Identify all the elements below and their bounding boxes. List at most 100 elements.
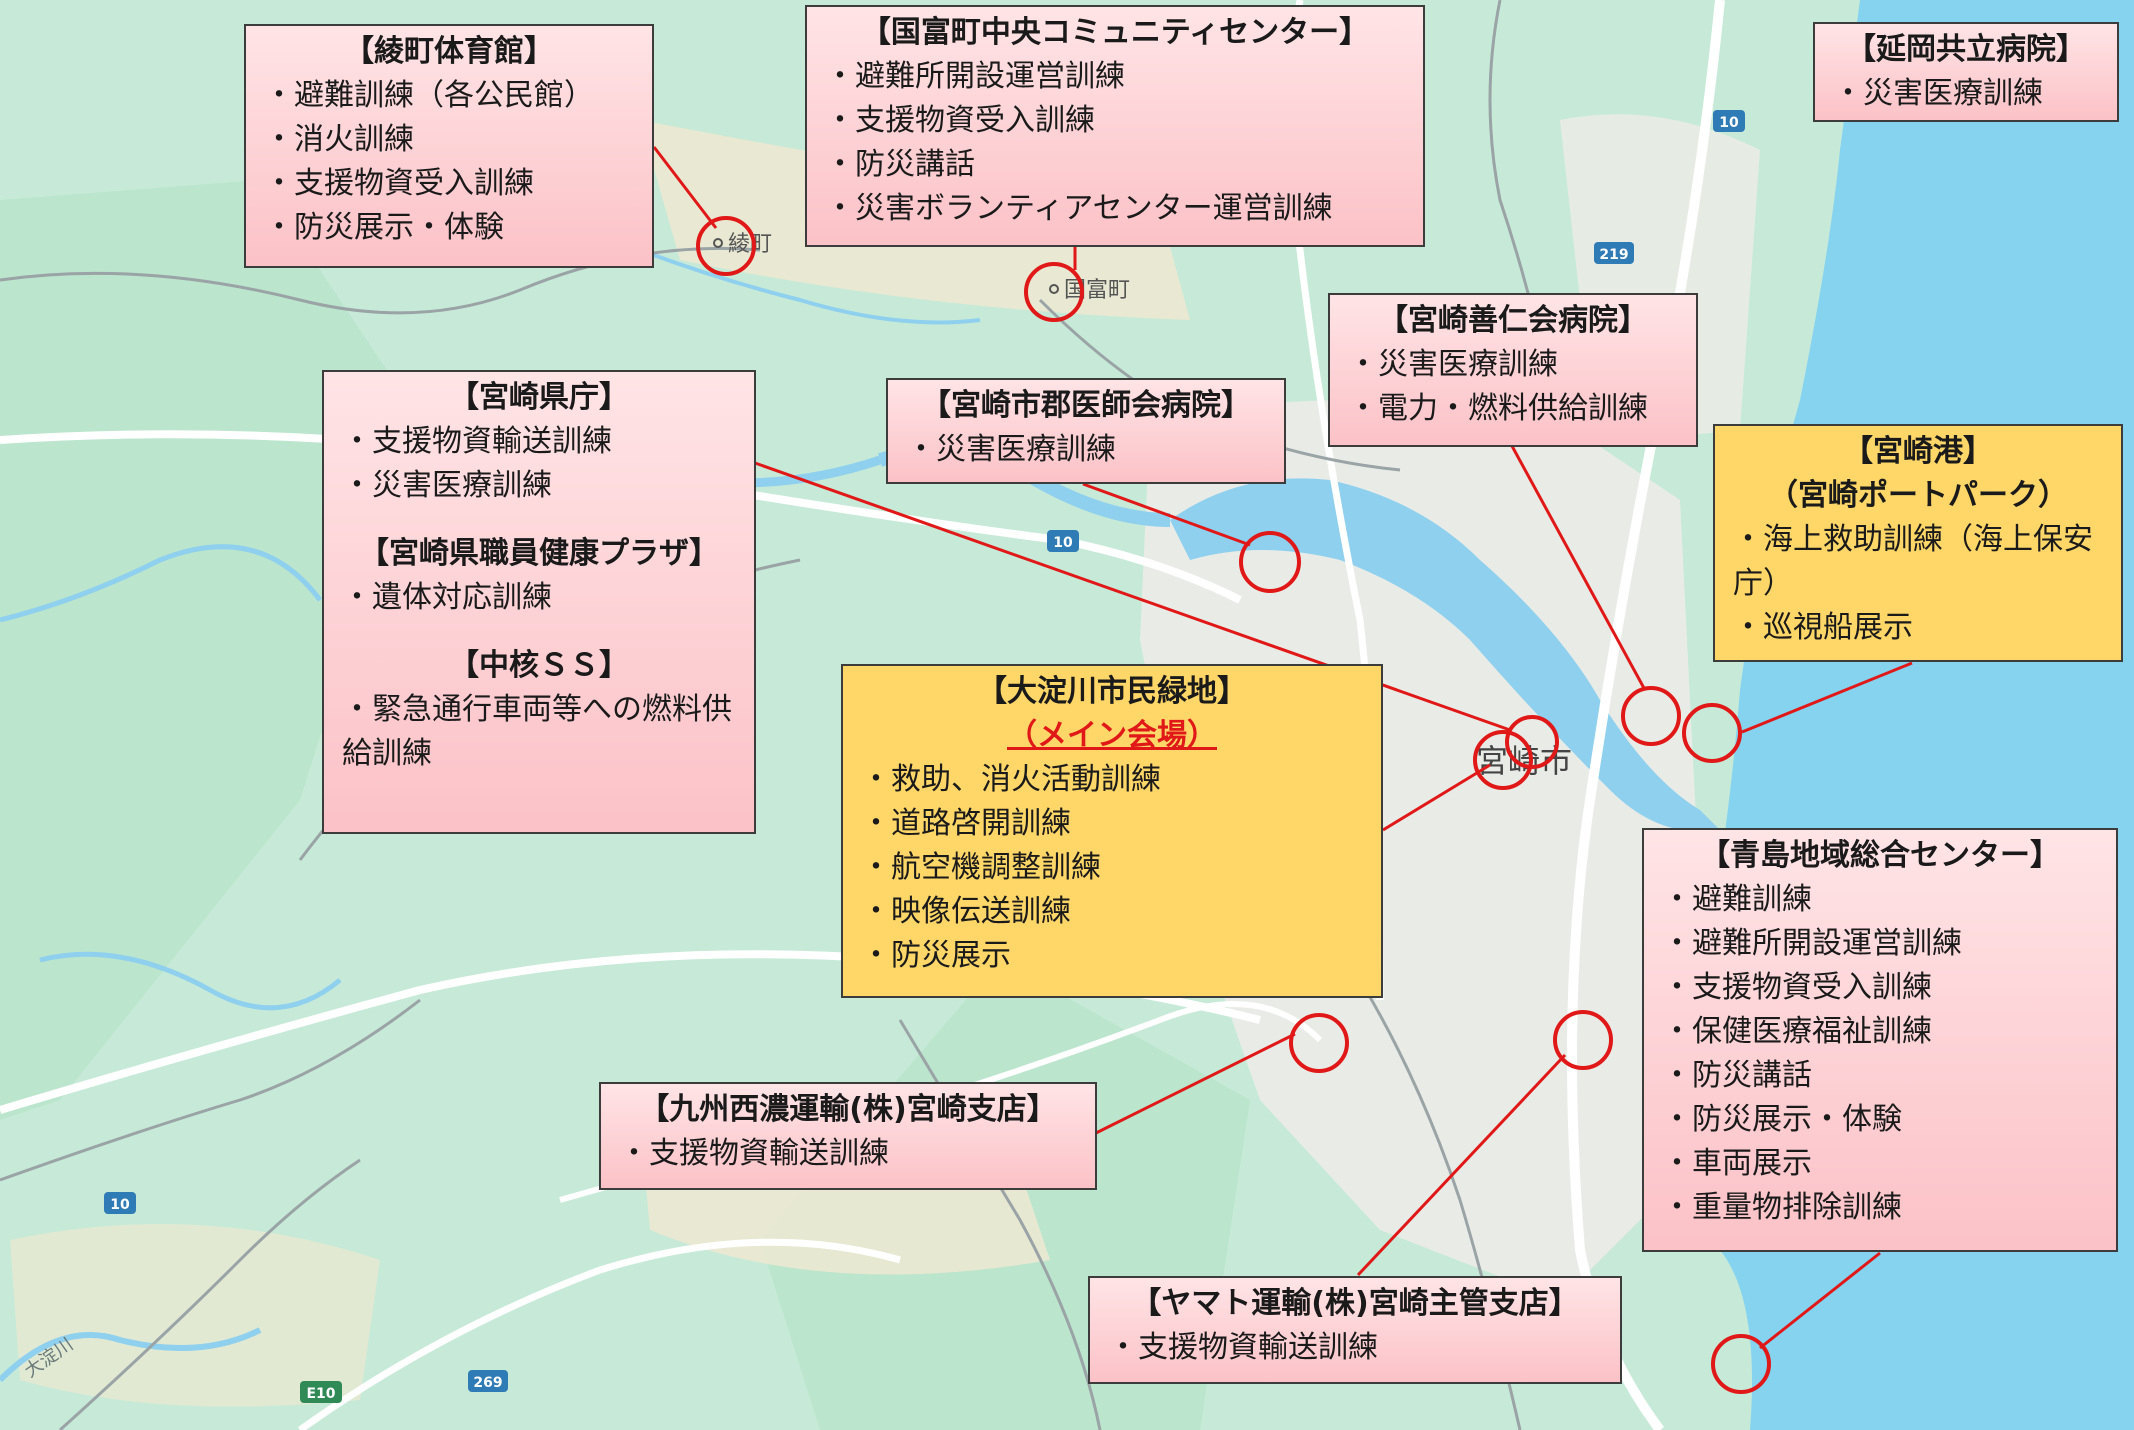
list-item: ・重量物排除訓練 — [1662, 1190, 1902, 1225]
target-circle-kunitomi — [1024, 262, 1084, 322]
list-item: ・防災展示・体験 — [1662, 1102, 1902, 1137]
list-item: ・災害医療訓練 — [906, 432, 1116, 467]
spacer — [342, 620, 736, 644]
callout-nobeoka-hospital: 【延岡共立病院】 ・災害医療訓練 — [1813, 22, 2119, 122]
svg-text:10: 10 — [110, 1197, 130, 1213]
callout-prefecture: 【宮崎県庁】 ・支援物資輸送訓練 ・災害医療訓練 【宮崎県職員健康プラザ】 ・遺… — [322, 370, 756, 834]
leader-line-aya — [652, 146, 718, 229]
callout-title: 【延岡共立病院】 — [1846, 32, 2086, 67]
main-venue-label: （メイン会場） — [1007, 718, 1217, 753]
training-list: ・支援物資輸送訓練 — [619, 1132, 1077, 1176]
training-list: ・避難訓練 ・避難所開設運営訓練 ・支援物資受入訓練 ・保健医療福祉訓練 ・防災… — [1662, 878, 2098, 1230]
training-list: ・救助、消火活動訓練 ・道路啓開訓練 ・航空機調整訓練 ・映像伝送訓練 ・防災展… — [861, 758, 1363, 978]
target-circle-yamato — [1553, 1010, 1613, 1070]
list-item: ・支援物資受入訓練 — [825, 103, 1095, 138]
callout-title: 【九州西濃運輸(株)宮崎支店】 — [639, 1092, 1057, 1127]
list-item: ・避難訓練（各公民館） — [264, 78, 594, 113]
leader-line-gun-ishikai — [1082, 482, 1251, 547]
target-circle-gun-ishikai — [1239, 531, 1301, 593]
list-item: ・災害医療訓練 — [342, 468, 552, 503]
list-item: ・巡視船展示 — [1733, 610, 1913, 645]
target-circle-oyodo — [1473, 730, 1533, 790]
callout-title: 【宮崎善仁会病院】 — [1378, 303, 1648, 338]
list-item: ・道路啓開訓練 — [861, 806, 1071, 841]
list-item: ・支援物資輸送訓練 — [1108, 1330, 1378, 1365]
list-item: ・災害医療訓練 — [1833, 76, 2043, 111]
svg-text:綾町: 綾町 — [728, 232, 772, 257]
route-shield-10-west: 10 — [104, 1192, 136, 1214]
training-list: ・避難所開設運営訓練 ・支援物資受入訓練 ・防災講話 ・災害ボランティアセンター… — [825, 55, 1405, 231]
leader-line-port — [1741, 661, 1913, 734]
training-list: ・災害医療訓練 ・電力・燃料供給訓練 — [1348, 343, 1678, 431]
list-item: ・海上救助訓練（海上保安庁） — [1733, 522, 2093, 601]
list-item: ・航空機調整訓練 — [861, 850, 1101, 885]
list-item: ・防災講話 — [825, 147, 975, 182]
leader-line-oyodo — [1382, 763, 1491, 832]
list-item: ・支援物資受入訓練 — [1662, 970, 1932, 1005]
callout-aoshima-center: 【青島地域総合センター】 ・避難訓練 ・避難所開設運営訓練 ・支援物資受入訓練 … — [1642, 828, 2118, 1252]
callout-title-health-plaza: 【宮崎県職員健康プラザ】 — [359, 536, 719, 571]
place-label-aya: 綾町 — [713, 232, 772, 257]
callout-title: 【宮崎県庁】 — [449, 380, 629, 415]
route-shield-10-north: 10 — [1713, 110, 1745, 132]
training-list: ・遺体対応訓練 — [342, 576, 736, 620]
list-item: ・消火訓練 — [264, 122, 414, 157]
list-item: ・救助、消火活動訓練 — [861, 762, 1161, 797]
callout-title: 【国富町中央コミュニティセンター】 — [860, 15, 1370, 50]
training-list: ・緊急通行車両等への燃料供給訓練 — [342, 688, 736, 776]
target-circle-zenjinkai — [1621, 686, 1681, 746]
svg-text:219: 219 — [1599, 247, 1628, 263]
spacer — [342, 508, 736, 532]
svg-text:国富町: 国富町 — [1064, 278, 1130, 303]
training-list: ・海上救助訓練（海上保安庁） ・巡視船展示 — [1733, 518, 2103, 650]
target-circle-seino — [1289, 1013, 1349, 1073]
callout-title: 【宮崎市郡医師会病院】 — [921, 388, 1251, 423]
list-item: ・防災展示 — [861, 938, 1011, 973]
training-list: ・災害医療訓練 — [1833, 72, 2099, 116]
leader-line-yamato — [1356, 1053, 1567, 1277]
list-item: ・防災講話 — [1662, 1058, 1812, 1093]
callout-yamato-transport: 【ヤマト運輸(株)宮崎主管支店】 ・支援物資輸送訓練 — [1088, 1276, 1622, 1384]
svg-text:10: 10 — [1053, 535, 1073, 551]
list-item: ・防災展示・体験 — [264, 210, 504, 245]
callout-title: 【綾町体育館】 — [344, 34, 554, 69]
list-item: ・保健医療福祉訓練 — [1662, 1014, 1932, 1049]
training-list: ・災害医療訓練 — [906, 428, 1266, 472]
target-circle-port — [1682, 703, 1742, 763]
route-shield-219: 219 — [1594, 242, 1634, 264]
svg-text:10: 10 — [1719, 115, 1739, 131]
leader-line-zenjinkai — [1510, 445, 1647, 691]
svg-text:E10: E10 — [306, 1386, 335, 1402]
list-item: ・支援物資輸送訓練 — [342, 424, 612, 459]
list-item: ・災害医療訓練 — [1348, 347, 1558, 382]
callout-title: 【宮崎港】 — [1843, 434, 1993, 469]
list-item: ・電力・燃料供給訓練 — [1348, 391, 1648, 426]
callout-zenjinkai-hospital: 【宮崎善仁会病院】 ・災害医療訓練 ・電力・燃料供給訓練 — [1328, 293, 1698, 447]
callout-title: 【青島地域総合センター】 — [1700, 838, 2060, 873]
list-item: ・車両展示 — [1662, 1146, 1812, 1181]
svg-text:269: 269 — [473, 1375, 502, 1391]
list-item: ・緊急通行車両等への燃料供給訓練 — [342, 692, 732, 771]
leader-line-prefecture — [754, 461, 1511, 732]
training-list: ・支援物資輸送訓練 — [1108, 1326, 1602, 1370]
route-shield-10-center: 10 — [1047, 530, 1079, 552]
route-shield-269: 269 — [468, 1370, 508, 1392]
list-item: ・支援物資輸送訓練 — [619, 1136, 889, 1171]
list-item: ・避難訓練 — [1662, 882, 1812, 917]
callout-seino-transport: 【九州西濃運輸(株)宮崎支店】 ・支援物資輸送訓練 — [599, 1082, 1097, 1190]
list-item: ・遺体対応訓練 — [342, 580, 552, 615]
list-item: ・災害ボランティアセンター運営訓練 — [825, 191, 1333, 226]
target-circle-aoshima — [1711, 1334, 1771, 1394]
leader-line-seino — [1095, 1032, 1296, 1135]
target-circle-aya — [696, 216, 756, 276]
list-item: ・支援物資受入訓練 — [264, 166, 534, 201]
training-list: ・避難訓練（各公民館） ・消火訓練 ・支援物資受入訓練 ・防災展示・体験 — [264, 74, 634, 250]
callout-miyazaki-port: 【宮崎港】 （宮崎ポートパーク） ・海上救助訓練（海上保安庁） ・巡視船展示 — [1713, 424, 2123, 662]
route-shield-e10: E10 — [300, 1381, 342, 1403]
callout-title-line2: （宮崎ポートパーク） — [1768, 478, 2068, 513]
callout-title-core-ss: 【中核ＳＳ】 — [449, 648, 629, 683]
callout-title: 【大淀川市民緑地】 — [977, 674, 1247, 709]
list-item: ・避難所開設運営訓練 — [825, 59, 1125, 94]
list-item: ・映像伝送訓練 — [861, 894, 1071, 929]
leader-line-aoshima — [1759, 1251, 1881, 1350]
